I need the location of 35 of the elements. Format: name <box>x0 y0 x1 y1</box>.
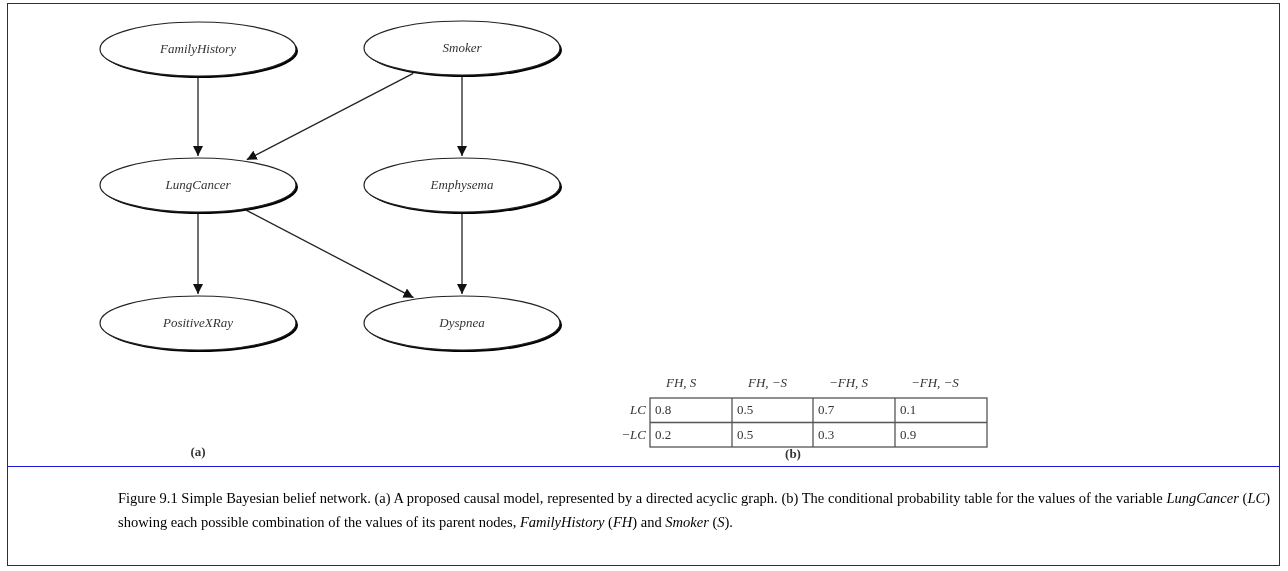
variable-ellipse <box>98 20 298 78</box>
variable-name: Smoker <box>442 40 482 56</box>
probability-value: 0.9 <box>900 427 917 443</box>
variable-ellipse <box>98 156 298 214</box>
arrow <box>193 213 203 295</box>
variable-name: Emphysema <box>430 177 494 193</box>
probability-value: 0.8 <box>655 402 672 418</box>
arrow <box>245 209 415 299</box>
variable-ellipse <box>362 156 562 214</box>
arrow <box>457 76 467 157</box>
panel-label: (a) <box>190 444 206 460</box>
variable-ellipse <box>98 294 298 352</box>
arrow <box>193 77 203 157</box>
variable-name: PositiveXRay <box>163 315 233 331</box>
column-header: FH, S <box>666 375 697 391</box>
figure-caption: Figure 9.1 Simple Bayesian belief network. (a) A proposed causal model, represented by a directed acyclic graph. (b) The conditional probability table for the values of the variable LungCancer (LC) showing each possible combination of the values of its parent nodes, FamilyHistory (FH) and Smoker (S). <box>118 489 1270 532</box>
column-header: −FH, −S <box>911 375 959 391</box>
probability-value: 0.5 <box>737 427 754 443</box>
variable-ellipse <box>362 19 562 77</box>
panel-label: (b) <box>785 446 801 462</box>
probability-value: 0.1 <box>900 402 917 418</box>
row-header: −LC <box>621 427 646 443</box>
column-header: −FH, S <box>829 375 869 391</box>
probability-value: 0.3 <box>818 427 835 443</box>
column-header: FH, −S <box>748 375 788 391</box>
variable-name: FamilyHistory <box>160 41 236 57</box>
probability-value: 0.7 <box>818 402 835 418</box>
variable-name: Dyspnea <box>439 315 485 331</box>
probability-value: 0.5 <box>737 402 754 418</box>
probability-value: 0.2 <box>655 427 672 443</box>
variable-ellipse <box>362 294 562 352</box>
variable-name: LungCancer <box>165 177 231 193</box>
arrow <box>457 213 467 295</box>
row-header: LC <box>630 402 646 418</box>
arrow <box>246 72 414 161</box>
